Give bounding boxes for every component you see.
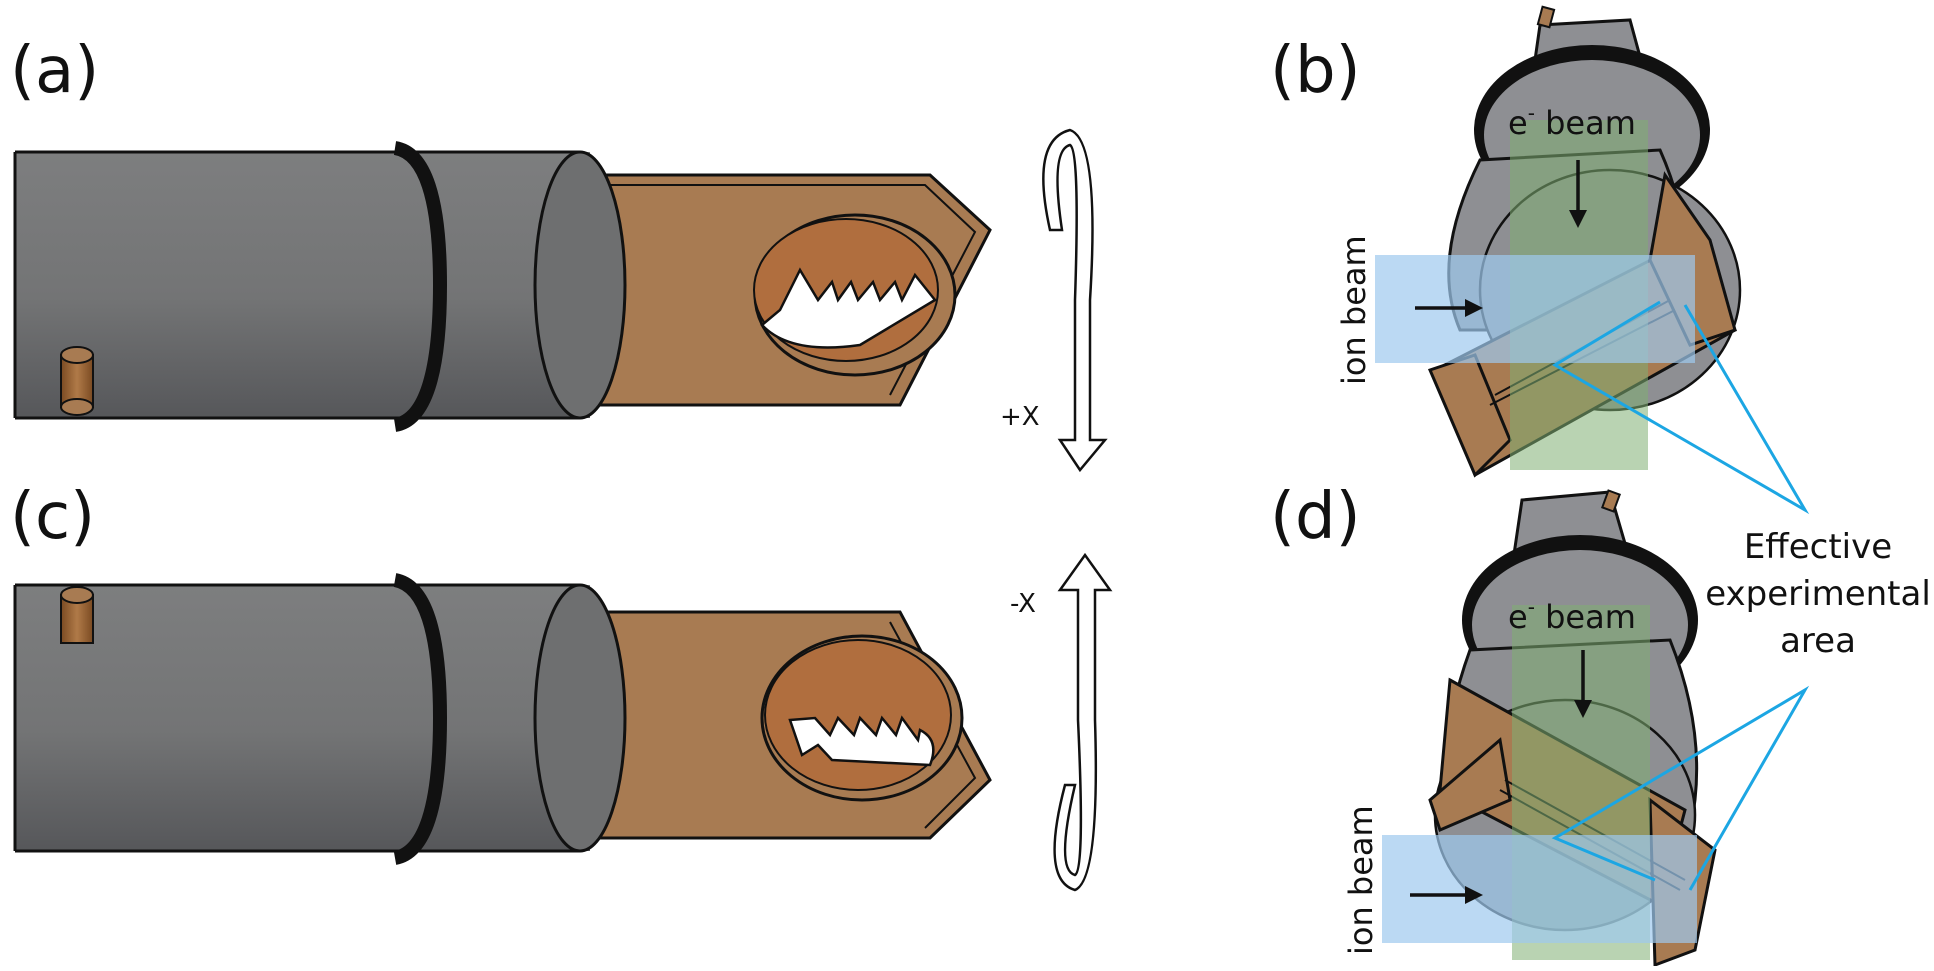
panel-a-label: (a) (10, 34, 99, 108)
callout-lines-b (1552, 300, 1810, 515)
o-ring (393, 141, 448, 432)
panel-c: (c) (10, 480, 992, 865)
e-beam-label: e- beam (1508, 595, 1636, 636)
holder-rod-c (13, 573, 992, 865)
panel-d: (d) e- beam ion beam (1270, 480, 1810, 968)
panel-b: (b) e- beam ion beam (1270, 5, 1810, 515)
rotation-arrow-minus-x: -X (1010, 552, 1113, 892)
rod-body (15, 585, 590, 851)
panel-b-label: (b) (1270, 34, 1361, 108)
e-beam-label: e- beam (1508, 101, 1636, 142)
minus-x-label: -X (1010, 589, 1036, 619)
effective-area-callout: Effective experimental area (1705, 527, 1931, 661)
callout-line-3: area (1780, 621, 1856, 661)
callout-line-1: Effective (1744, 527, 1892, 567)
arrow-curve-icon (1042, 128, 1108, 473)
holder-rod-a (13, 141, 992, 432)
panel-d-label: (d) (1270, 480, 1361, 554)
ion-beam-label: ion beam (1342, 805, 1380, 955)
rotation-arrow-plus-x: +X (1000, 128, 1108, 473)
ion-beam-label: ion beam (1335, 235, 1373, 385)
ion-beam (1382, 835, 1697, 943)
panel-a: (a) (10, 34, 992, 432)
callout-lines-d (1551, 685, 1810, 891)
arrow-curve-icon (1053, 552, 1113, 892)
panel-c-label: (c) (10, 480, 95, 554)
lamella-grid (760, 267, 937, 349)
plus-x-label: +X (1000, 402, 1040, 432)
callout-line-2: experimental (1705, 574, 1931, 614)
lamella-grid (788, 715, 935, 767)
rod-body (15, 152, 590, 418)
o-ring (393, 573, 448, 865)
